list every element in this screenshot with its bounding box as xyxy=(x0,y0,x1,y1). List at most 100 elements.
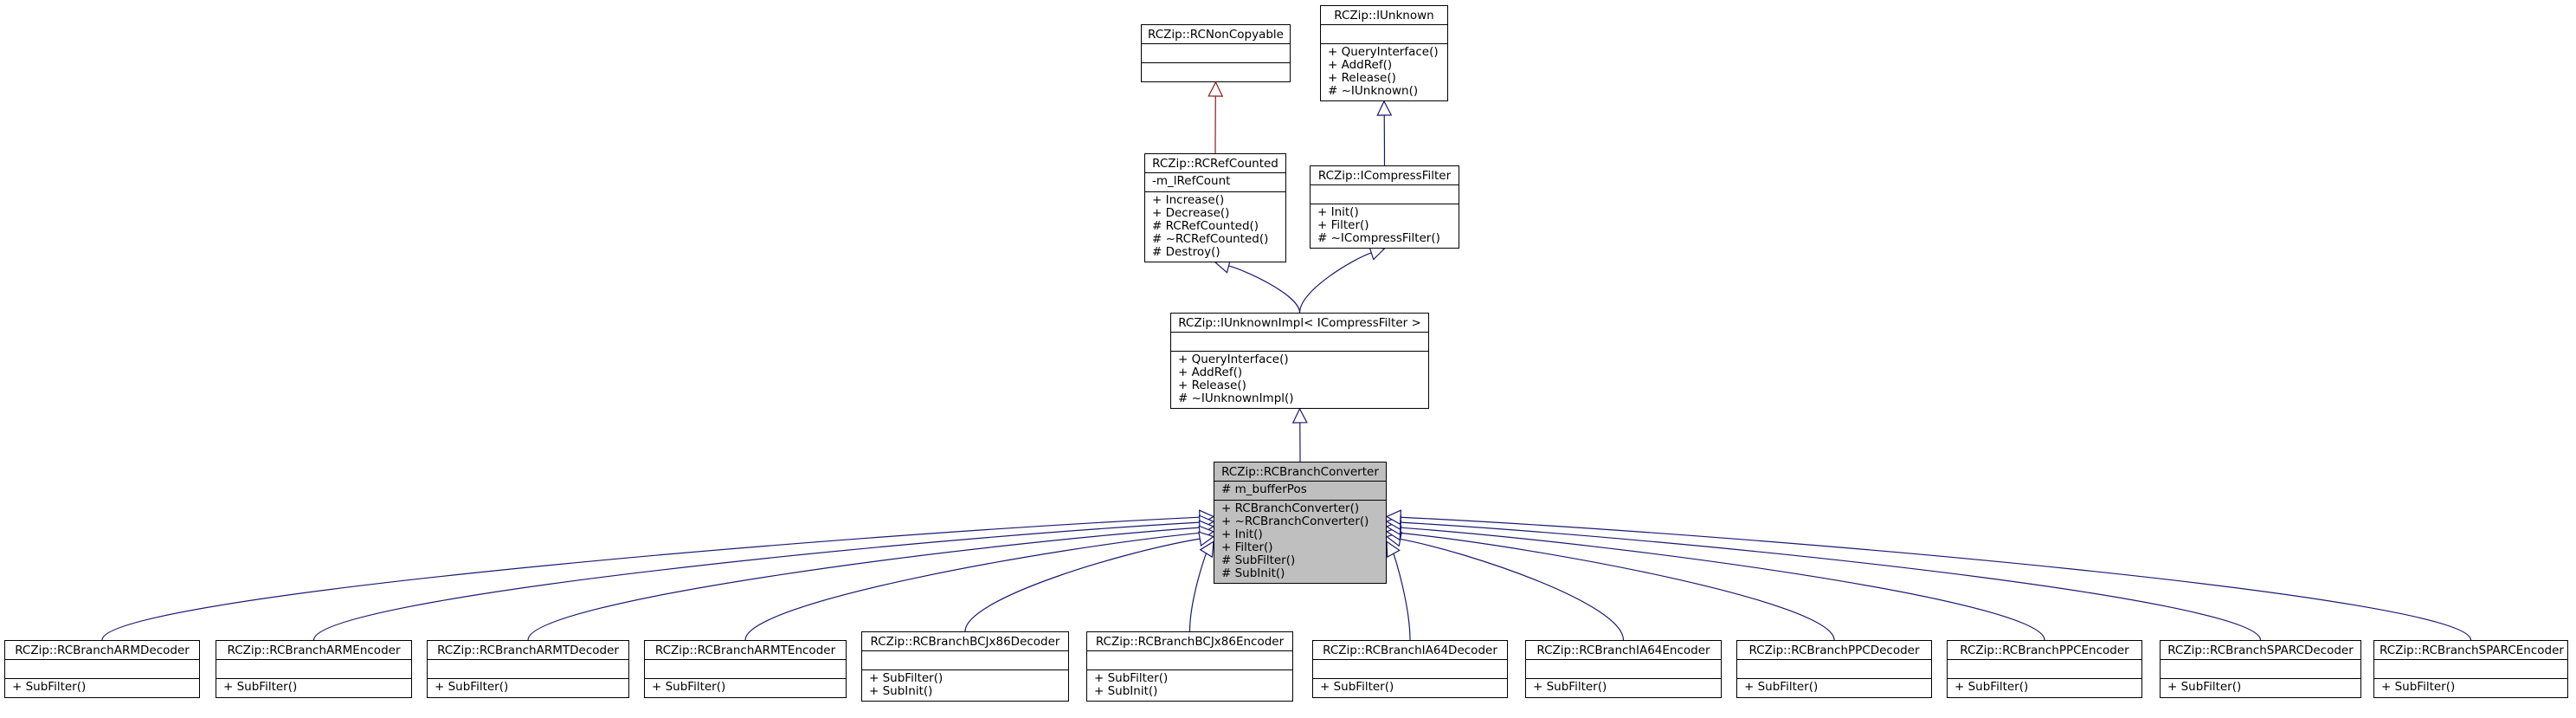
inheritance-edge-bcjdec-to-converter xyxy=(964,538,1201,632)
class-methods-section: + SubFilter() xyxy=(1526,678,1721,697)
class-method: + SubFilter() xyxy=(869,671,943,685)
class-attributes-section xyxy=(1171,333,1428,351)
class-method: # ~IUnknownImpl() xyxy=(1178,391,1294,405)
class-method: + Filter() xyxy=(1317,218,1369,232)
class-box-sparcenc[interactable]: RCZip::RCBranchSPARCEncoder+ SubFilter() xyxy=(2373,640,2568,698)
class-attributes-section xyxy=(1087,651,1292,669)
class-box-ia64dec[interactable]: RCZip::RCBranchIA64Decoder+ SubFilter() xyxy=(1312,640,1508,698)
inheritance-arrowhead-sparcenc xyxy=(1385,509,1402,526)
class-attributes-section xyxy=(1948,660,2141,678)
class-attributes-section xyxy=(1142,44,1290,62)
class-method: + Release() xyxy=(1328,71,1396,85)
inheritance-edge-unknownimpl-to-refcounted xyxy=(1228,265,1301,314)
class-method: + QueryInterface() xyxy=(1178,353,1289,366)
class-methods-section: + SubFilter() xyxy=(216,678,411,697)
class-method: + AddRef() xyxy=(1328,58,1393,72)
class-attributes-section xyxy=(428,660,628,678)
class-box-iunknown[interactable]: RCZip::IUnknown+ QueryInterface()+ AddRe… xyxy=(1320,5,1448,101)
class-method: # RCRefCounted() xyxy=(1152,219,1259,233)
class-method: # SubFilter() xyxy=(1221,553,1296,567)
class-methods-section: + SubFilter() xyxy=(1737,678,1931,697)
class-methods-section: + SubFilter() xyxy=(1313,678,1507,697)
class-attributes-section xyxy=(862,651,1068,669)
class-box-armtenc[interactable]: RCZip::RCBranchARMTEncoder+ SubFilter() xyxy=(644,640,847,698)
inheritance-edge-ia64enc-to-converter xyxy=(1400,538,1625,641)
class-methods-section: + Init()+ Filter()# ~ICompressFilter() xyxy=(1311,204,1459,248)
class-method: + RCBranchConverter() xyxy=(1221,501,1360,515)
inheritance-edge-ia64dec-to-converter xyxy=(1393,553,1411,641)
class-method: + Init() xyxy=(1221,527,1263,541)
class-method: + AddRef() xyxy=(1178,365,1243,379)
class-name: RCZip::IUnknownImpl< ICompressFilter > xyxy=(1171,314,1428,333)
class-name: RCZip::RCBranchConverter xyxy=(1214,462,1386,482)
class-method: + SubFilter() xyxy=(2167,680,2242,694)
class-methods-section: + SubFilter()+ SubInit() xyxy=(1087,669,1292,701)
class-box-armtdec[interactable]: RCZip::RCBranchARMTDecoder+ SubFilter() xyxy=(427,640,629,698)
class-method: + Decrease() xyxy=(1152,206,1230,220)
inheritance-edge-armenc-to-converter xyxy=(312,521,1201,641)
class-methods-section xyxy=(1142,62,1290,81)
class-name: RCZip::RCRefCounted xyxy=(1145,154,1285,173)
class-method: + Increase() xyxy=(1152,193,1225,207)
class-method: # Destroy() xyxy=(1152,245,1220,259)
class-method: + SubFilter() xyxy=(1320,680,1394,694)
class-name: RCZip::RCBranchARMTEncoder xyxy=(645,641,846,660)
class-attribute: -m_lRefCount xyxy=(1152,174,1231,188)
inheritance-edge-armtdec-to-converter xyxy=(527,527,1201,641)
class-name: RCZip::RCBranchBCJx86Encoder xyxy=(1087,632,1292,651)
class-methods-section: + SubFilter() xyxy=(428,678,628,697)
class-method: + SubInit() xyxy=(869,684,933,698)
class-name: RCZip::RCBranchARMDecoder xyxy=(5,641,199,660)
class-box-ppcdec[interactable]: RCZip::RCBranchPPCDecoder+ SubFilter() xyxy=(1736,640,1932,698)
class-attributes-section xyxy=(1526,660,1721,678)
class-box-converter[interactable]: RCZip::RCBranchConverter# m_bufferPos+ R… xyxy=(1214,462,1387,584)
class-box-bcjenc[interactable]: RCZip::RCBranchBCJx86Encoder+ SubFilter(… xyxy=(1086,631,1293,702)
class-method: + SubFilter() xyxy=(1094,671,1169,685)
inheritance-edge-ppcenc-to-converter xyxy=(1400,527,2045,641)
inheritance-arrowhead-ia64dec xyxy=(1386,540,1401,559)
class-name: RCZip::RCBranchIA64Encoder xyxy=(1526,641,1721,660)
class-box-ia64enc[interactable]: RCZip::RCBranchIA64Encoder+ SubFilter() xyxy=(1525,640,1722,698)
class-method: + SubFilter() xyxy=(2381,680,2456,694)
class-method: + SubFilter() xyxy=(1955,680,2029,694)
class-box-sparcdec[interactable]: RCZip::RCBranchSPARCDecoder+ SubFilter() xyxy=(2160,640,2361,698)
inheritance-edge-sparcenc-to-converter xyxy=(1400,516,2472,641)
class-box-refcounted[interactable]: RCZip::RCRefCounted-m_lRefCount+ Increas… xyxy=(1144,153,1286,262)
class-method: + SubFilter() xyxy=(435,680,509,694)
class-box-unknownimpl[interactable]: RCZip::IUnknownImpl< ICompressFilter >+ … xyxy=(1170,313,1429,409)
inheritance-edge-armdec-to-converter xyxy=(101,516,1201,641)
class-name: RCZip::RCBranchSPARCDecoder xyxy=(2161,641,2360,660)
class-box-armenc[interactable]: RCZip::RCBranchARMEncoder+ SubFilter() xyxy=(216,640,412,698)
class-method: + ~RCBranchConverter() xyxy=(1221,514,1369,528)
class-box-noncopyable[interactable]: RCZip::RCNonCopyable xyxy=(1141,24,1291,82)
class-method: + SubFilter() xyxy=(12,680,87,694)
class-methods-section: + SubFilter() xyxy=(645,678,846,697)
class-attributes-section: -m_lRefCount xyxy=(1145,173,1285,191)
class-attributes-section xyxy=(5,660,199,678)
inheritance-arrowhead-icompress xyxy=(1376,100,1393,116)
class-method: + SubFilter() xyxy=(223,680,298,694)
class-methods-section: + SubFilter()+ SubInit() xyxy=(862,669,1068,701)
class-method: # ~IUnknown() xyxy=(1328,84,1419,98)
class-attributes-section xyxy=(1737,660,1931,678)
class-name: RCZip::RCBranchPPCEncoder xyxy=(1948,641,2141,660)
class-method: + Filter() xyxy=(1221,540,1273,554)
class-method: + Init() xyxy=(1317,205,1359,219)
class-box-icompress[interactable]: RCZip::ICompressFilter+ Init()+ Filter()… xyxy=(1310,165,1459,249)
inheritance-edge-armtenc-to-converter xyxy=(744,532,1201,641)
class-methods-section: + SubFilter() xyxy=(2374,678,2567,697)
class-methods-section: + SubFilter() xyxy=(5,678,199,697)
class-attributes-section xyxy=(1321,25,1447,43)
class-methods-section: + QueryInterface()+ AddRef()+ Release()#… xyxy=(1171,351,1428,408)
class-methods-section: + RCBranchConverter()+ ~RCBranchConverte… xyxy=(1214,500,1386,583)
inheritance-arrowhead-bcjdec xyxy=(1198,531,1215,547)
class-box-ppcenc[interactable]: RCZip::RCBranchPPCEncoder+ SubFilter() xyxy=(1947,640,2142,698)
inheritance-arrowhead-bcjenc xyxy=(1199,540,1214,559)
class-method: + SubFilter() xyxy=(652,680,726,694)
class-box-bcjdec[interactable]: RCZip::RCBranchBCJx86Decoder+ SubFilter(… xyxy=(861,631,1069,702)
class-name: RCZip::RCBranchSPARCEncoder xyxy=(2374,641,2567,660)
class-box-armdec[interactable]: RCZip::RCBranchARMDecoder+ SubFilter() xyxy=(4,640,200,698)
class-name: RCZip::RCBranchIA64Decoder xyxy=(1313,641,1507,660)
